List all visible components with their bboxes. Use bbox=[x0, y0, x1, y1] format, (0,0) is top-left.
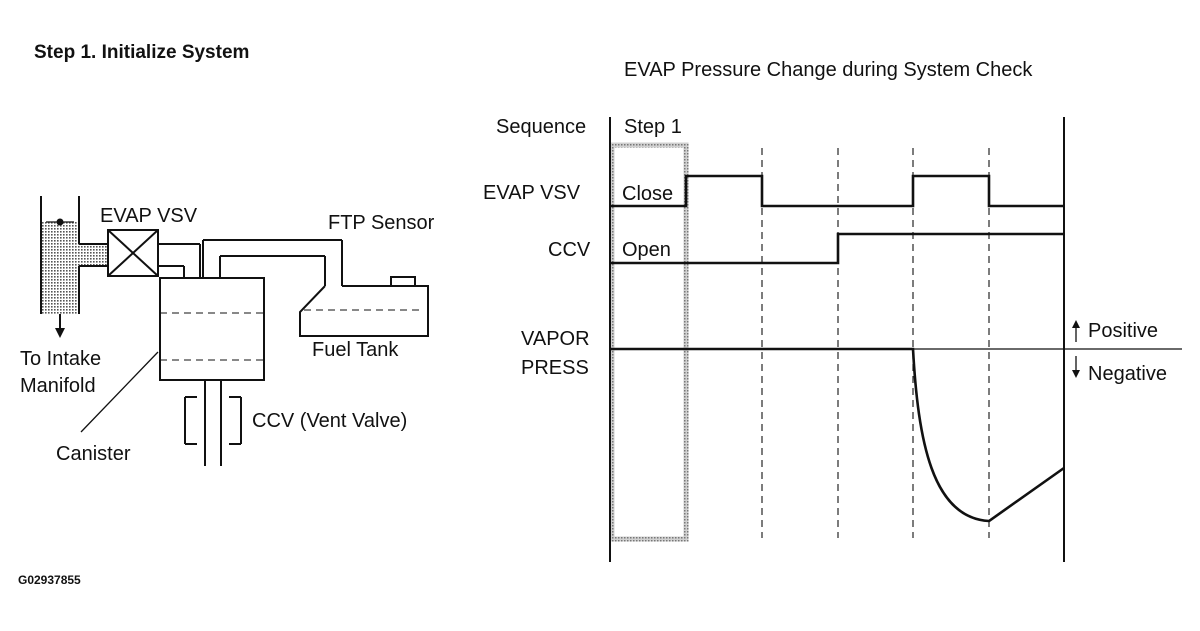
positive-label: Positive bbox=[1088, 320, 1158, 342]
canister-label: Canister bbox=[56, 443, 131, 465]
sequence-label: Sequence bbox=[496, 116, 586, 138]
to-intake-label: To Intake bbox=[20, 348, 101, 370]
fuel-tank bbox=[299, 276, 429, 337]
evap-vsv-trace bbox=[610, 174, 1064, 208]
evap-vsv-row-label: EVAP VSV bbox=[483, 182, 581, 204]
ccv-label: CCV (Vent Valve) bbox=[252, 410, 407, 432]
ccv-state-label: Open bbox=[622, 239, 671, 261]
positive-arrow-icon bbox=[1072, 320, 1080, 342]
ccv-row-label: CCV bbox=[548, 239, 591, 261]
manifold-label: Manifold bbox=[20, 375, 96, 397]
evap-vsv-label: EVAP VSV bbox=[100, 205, 198, 227]
press-label: PRESS bbox=[521, 357, 589, 379]
intake-manifold-pipe bbox=[40, 196, 108, 338]
negative-label: Negative bbox=[1088, 363, 1167, 385]
chart-title: EVAP Pressure Change during System Check bbox=[624, 59, 1033, 81]
vsv-canister-pipe bbox=[158, 243, 201, 278]
evap-vsv-valve bbox=[107, 229, 159, 277]
vapor-label: VAPOR bbox=[521, 328, 590, 350]
fuel-tank-label: Fuel Tank bbox=[312, 339, 399, 361]
step-1-highlight bbox=[609, 142, 689, 542]
step-1-label: Step 1 bbox=[624, 116, 682, 138]
ccv-vent-valve bbox=[184, 396, 242, 445]
ccv-trace bbox=[610, 232, 1064, 265]
timing-chart: EVAP Pressure Change during System Check… bbox=[483, 59, 1182, 562]
system-diagram: EVAP VSV FTP Sensor Fuel Tank To Intake … bbox=[20, 196, 435, 466]
canister-leader-line bbox=[80, 351, 159, 433]
step-heading: Step 1. Initialize System bbox=[34, 42, 249, 63]
canister-tank-pipe bbox=[202, 239, 343, 286]
ftp-sensor-label: FTP Sensor bbox=[328, 212, 435, 234]
canister bbox=[159, 277, 265, 466]
arrow-down-icon bbox=[55, 328, 65, 338]
figure-id: G02937855 bbox=[18, 573, 81, 587]
vapor-pressure-trace bbox=[610, 347, 1065, 523]
evap-vsv-state-label: Close bbox=[622, 183, 673, 205]
negative-arrow-icon bbox=[1072, 356, 1080, 378]
